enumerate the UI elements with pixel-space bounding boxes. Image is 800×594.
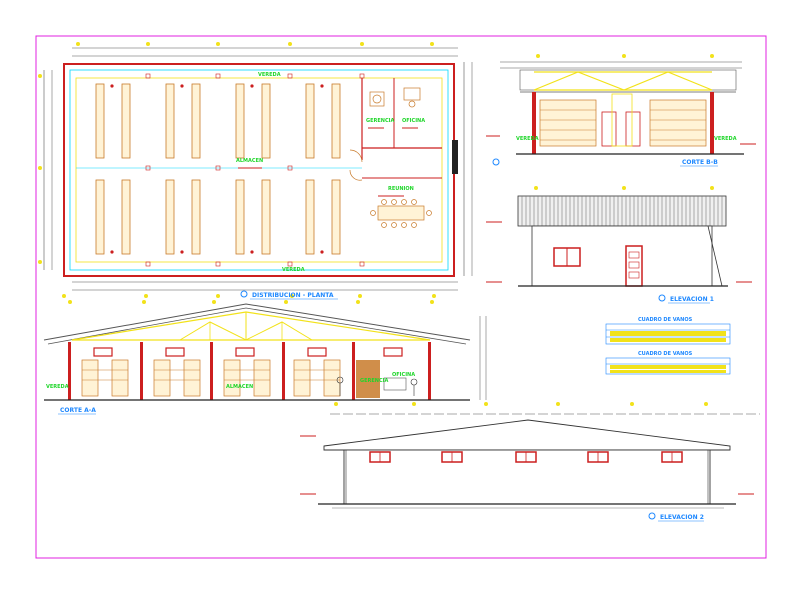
plan-label-top: VEREDA (258, 72, 281, 78)
section-aa-left-label: VEREDA (46, 384, 69, 390)
elevation-1: ELEVACION 1 (517, 186, 728, 304)
section-bb: VEREDA VEREDA CORTE B-B (492, 54, 744, 167)
plan-label-almacen: ALMACEN (236, 158, 263, 164)
table-2-title: CUADRO DE VANOS (638, 351, 693, 357)
section-bb-title: CORTE B-B (682, 159, 718, 166)
plan-label-gerencia: GERENCIA (366, 118, 394, 124)
section-bb-right-label: VEREDA (714, 136, 737, 142)
elevation-2-title: ELEVACION 2 (660, 514, 704, 521)
sheet-frame (35, 35, 767, 559)
plan-title: DISTRIBUCION - PLANTA (252, 292, 334, 299)
section-aa-title: CORTE A-A (60, 407, 96, 414)
level-markers (300, 135, 756, 495)
plan-label-reunion: REUNION (388, 186, 414, 192)
section-aa-oficina-label: OFICINA (392, 372, 415, 378)
vanos-tables: CUADRO DE VANOS CUADRO DE VANOS (605, 317, 731, 375)
plan-label-bottom: VEREDA (282, 267, 305, 273)
section-aa: VEREDA ALMACEN GERENCIA OFICINA CORTE A-… (43, 300, 487, 415)
floor-plan: VEREDA VEREDA ALMACEN GERENCIA OFICINA R… (38, 42, 473, 300)
table-1-title: CUADRO DE VANOS (638, 317, 693, 323)
plan-label-oficina: OFICINA (402, 118, 425, 124)
elevation-1-title: ELEVACION 1 (670, 296, 714, 303)
section-aa-gerencia-label: GERENCIA (360, 378, 388, 384)
elevation-2: ELEVACION 2 (318, 402, 760, 522)
section-bb-left-label: VEREDA (516, 136, 539, 142)
section-aa-mid-label: ALMACEN (226, 384, 253, 390)
